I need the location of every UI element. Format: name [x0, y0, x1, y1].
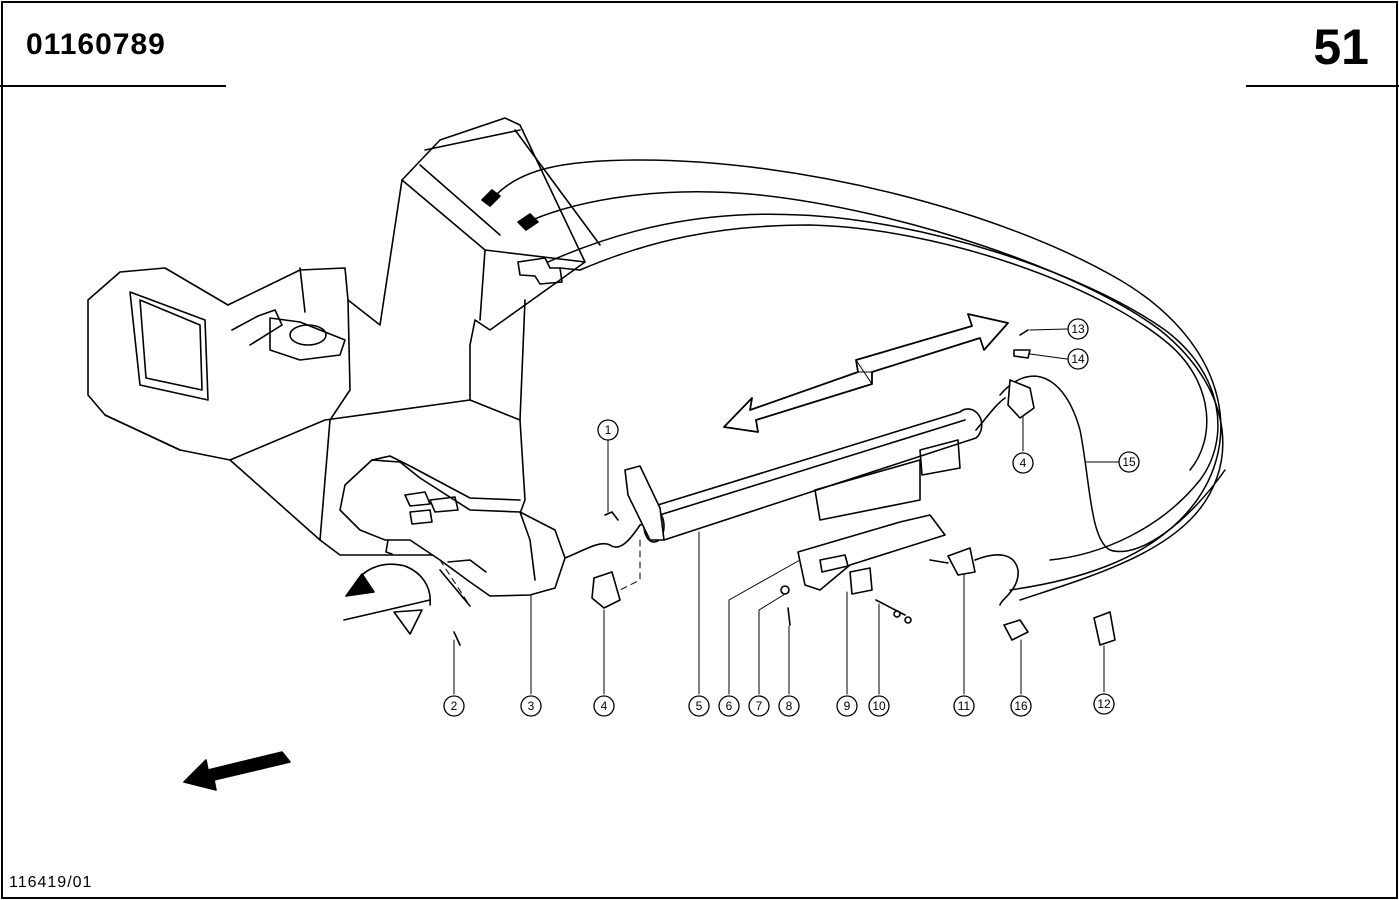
svg-text:4: 4	[601, 699, 608, 713]
svg-text:4: 4	[1020, 456, 1027, 470]
svg-text:12: 12	[1097, 697, 1111, 711]
forward-direction-arrow	[183, 751, 291, 791]
callout-8: 8	[778, 695, 800, 717]
svg-text:8: 8	[786, 699, 793, 713]
leader-lines	[453, 328, 1119, 695]
svg-text:2: 2	[451, 699, 458, 713]
svg-text:3: 3	[528, 699, 535, 713]
assembly-dashed-lines	[439, 539, 641, 607]
svg-text:9: 9	[844, 699, 851, 713]
group-number: 51	[1313, 19, 1369, 75]
svg-text:16: 16	[1014, 699, 1028, 713]
svg-text:6: 6	[726, 699, 733, 713]
part-number: 01160789	[26, 28, 166, 61]
sheet-reference: 116419/01	[9, 874, 93, 891]
svg-text:15: 15	[1122, 455, 1136, 469]
guide-bracket	[797, 514, 946, 595]
header-divider-left	[0, 85, 226, 87]
hardware-parts	[453, 329, 1116, 646]
callout-6: 6	[718, 695, 740, 717]
svg-text:7: 7	[756, 699, 763, 713]
callout-16: 16	[1010, 695, 1032, 717]
svg-text:1: 1	[605, 423, 612, 437]
callout-5: 5	[688, 695, 710, 717]
callout-12: 12	[1093, 693, 1115, 715]
callout-4: 4	[593, 695, 615, 717]
rotation-arrow	[343, 563, 471, 635]
slide-direction-arrow	[723, 313, 1009, 433]
header-divider-right	[1246, 85, 1399, 87]
callout-4-upper: 4	[1012, 452, 1034, 474]
callout-7: 7	[748, 695, 770, 717]
body-section	[87, 117, 601, 556]
callout-11: 11	[953, 695, 975, 717]
svg-text:14: 14	[1071, 352, 1085, 366]
cable-loops	[494, 159, 1226, 601]
callout-2: 2	[443, 695, 465, 717]
svg-text:5: 5	[696, 699, 703, 713]
svg-text:11: 11	[958, 699, 971, 713]
callout-10: 10	[868, 695, 890, 717]
callout-1: 1	[597, 419, 619, 441]
callout-15: 15	[1118, 451, 1140, 473]
svg-text:13: 13	[1071, 322, 1085, 336]
body-connectors	[481, 189, 581, 285]
callout-3: 3	[520, 695, 542, 717]
cover-handle	[339, 455, 653, 597]
callout-13: 13	[1067, 318, 1089, 340]
svg-text:10: 10	[872, 699, 886, 713]
callout-9: 9	[836, 695, 858, 717]
callout-14: 14	[1067, 348, 1089, 370]
roller-tube	[624, 397, 1006, 543]
